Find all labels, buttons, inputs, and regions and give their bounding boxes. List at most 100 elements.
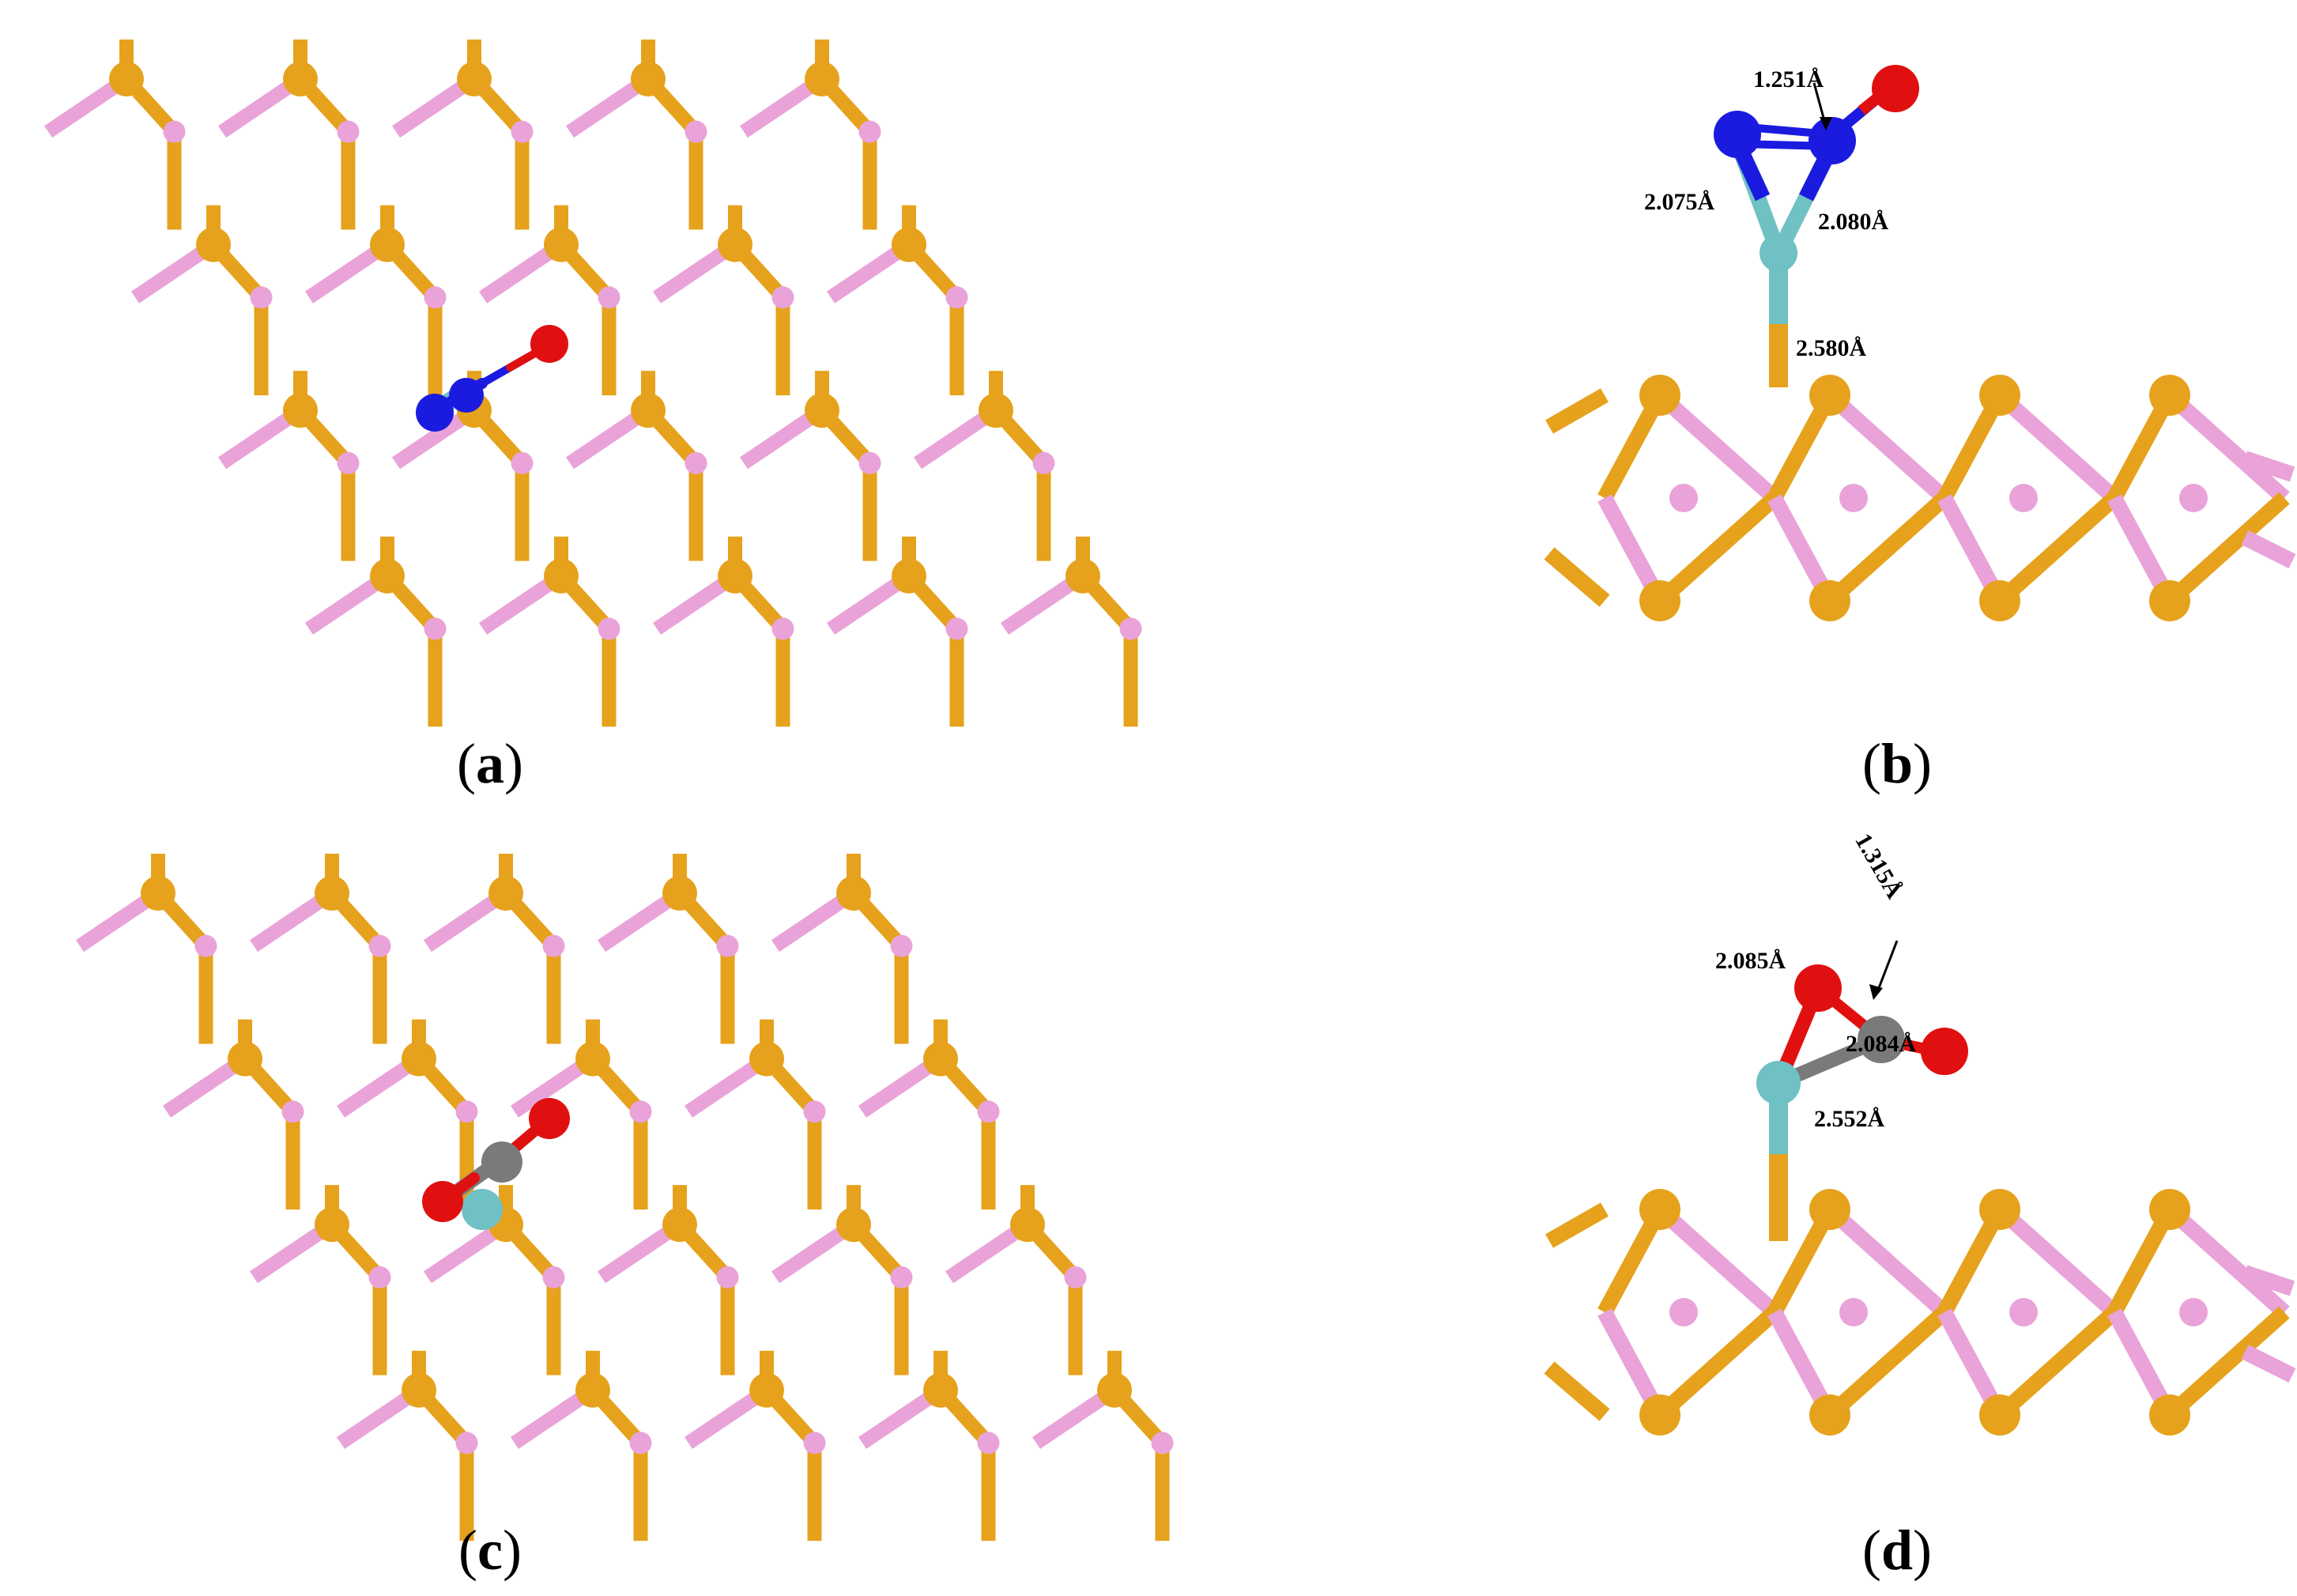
distance-label: 2.080Å [1818, 209, 1889, 235]
s-atom [315, 876, 349, 911]
mo-atom [771, 286, 794, 309]
mo-atom [629, 1432, 652, 1455]
adsorbate-co2-top [422, 1098, 570, 1230]
mo-atom [2179, 484, 2208, 512]
mo-atom [890, 934, 913, 957]
s-atom [2149, 580, 2190, 621]
mo-atom [977, 1100, 1000, 1123]
s-atom [662, 1207, 697, 1243]
svg-text:(c): (c) [458, 1519, 522, 1582]
mo-atom [1119, 617, 1142, 640]
mo-atom [803, 1432, 826, 1455]
mo-atom [1151, 1432, 1174, 1455]
s-atom [228, 1041, 262, 1077]
mo-atom [194, 934, 217, 957]
s-atom [315, 1207, 349, 1243]
mo-atom [858, 451, 881, 474]
n-atom-2 [449, 378, 484, 413]
s-atom [196, 227, 231, 262]
mo-atom [2009, 484, 2038, 512]
dopant-atom [1756, 1061, 1801, 1105]
distance-label: 2.085Å [1715, 948, 1786, 974]
mo-atom [945, 617, 968, 640]
s-atom [1639, 1189, 1680, 1230]
s-atom [370, 558, 405, 594]
s-atom [575, 1041, 610, 1077]
s-atom [836, 876, 871, 911]
caption-c: (c) [458, 1519, 522, 1582]
mo-atom [890, 1266, 913, 1288]
s-atom [923, 1372, 958, 1408]
mo-atom [455, 1432, 478, 1455]
mo-atom [337, 120, 360, 143]
lattice-top-view [75, 854, 1174, 1541]
c-atom [1858, 1016, 1905, 1063]
s-atom [488, 876, 523, 911]
lattice-side-view [1544, 375, 2296, 621]
dopant-atom [462, 1189, 503, 1230]
mo-atom [368, 934, 391, 957]
s-atom [1639, 1394, 1680, 1436]
caption-b: (b) [1862, 732, 1932, 795]
s-atom [749, 1372, 784, 1408]
s-atom [1097, 1372, 1132, 1408]
mo-atom [424, 617, 447, 640]
o-atom-2 [529, 1098, 570, 1139]
adsorbate-n2o-top [416, 325, 568, 432]
adsorbate-n2o-side [1714, 65, 1919, 387]
s-atom [370, 227, 405, 262]
s-atom [892, 227, 926, 262]
lattice-top-view [43, 40, 1142, 727]
s-atom [892, 558, 926, 594]
distance-label: 2.552Å [1814, 1106, 1885, 1132]
s-atom [1639, 580, 1680, 621]
s-atom [662, 876, 697, 911]
panel-d: 1.315Å 2.085Å 2.084Å 2.552Å (d) [1544, 829, 2296, 1582]
bond-n-o-red [506, 348, 541, 372]
s-atom [402, 1041, 436, 1077]
mo-atom [2009, 1298, 2038, 1326]
s-atom [1809, 580, 1850, 621]
o-atom [530, 325, 568, 363]
mo-atom [250, 286, 273, 309]
mo-atom [716, 1266, 739, 1288]
s-atom [109, 62, 144, 96]
mo-atom [337, 451, 360, 474]
s-atom [544, 558, 579, 594]
mo-atom [281, 1100, 304, 1123]
lattice-side-view [1544, 1189, 2296, 1436]
mo-atom [945, 286, 968, 309]
mo-atom [977, 1432, 1000, 1455]
mo-atom [716, 934, 739, 957]
s-atom [749, 1041, 784, 1077]
s-atom [402, 1372, 436, 1408]
mo-atom [1839, 484, 1868, 512]
s-atom [2149, 375, 2190, 416]
o-atom-1 [422, 1181, 463, 1222]
s-atom [631, 62, 666, 96]
mo-atom [368, 1266, 391, 1288]
s-atom [1809, 1189, 1850, 1230]
s-atom [1639, 375, 1680, 416]
mo-atom [629, 1100, 652, 1123]
distance-label: 2.075Å [1644, 189, 1715, 215]
mo-atom [2179, 1298, 2208, 1326]
mo-atom [1839, 1298, 1868, 1326]
s-atom [1979, 375, 2020, 416]
adsorbate-co2-side [1756, 940, 1968, 1241]
mo-atom [163, 120, 186, 143]
caption-d: (d) [1862, 1519, 1932, 1582]
mo-atom [685, 451, 707, 474]
mo-atom [542, 934, 565, 957]
o-atom-1 [1794, 964, 1842, 1012]
s-atom [805, 62, 839, 96]
svg-text:(b): (b) [1862, 732, 1932, 795]
c-atom [481, 1141, 522, 1183]
panel-c: (c) [75, 854, 1174, 1582]
s-atom [283, 393, 318, 428]
s-atom [2149, 1394, 2190, 1436]
o-atom-2 [1921, 1028, 1968, 1075]
s-atom [923, 1041, 958, 1077]
n-atom-2 [1809, 117, 1856, 164]
